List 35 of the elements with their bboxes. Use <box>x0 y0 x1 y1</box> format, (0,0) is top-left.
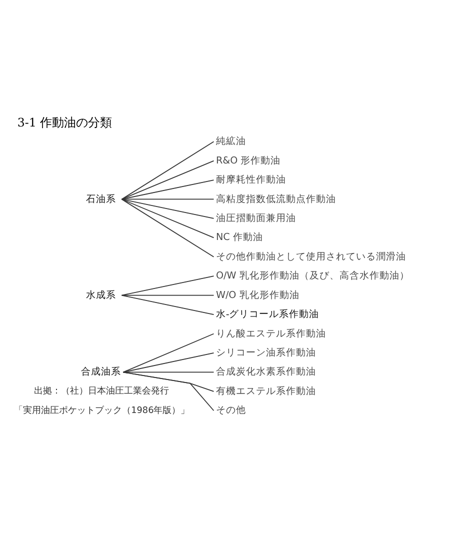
connector <box>122 333 214 373</box>
node-text: W/O 乳化形作動油 <box>215 290 299 301</box>
node-text: O/W 乳化形作動油（及び、高含水作動油） <box>215 270 409 282</box>
connector <box>120 198 214 219</box>
node-text: 純絋油 <box>215 136 246 148</box>
node-text: 合成炭化水素系作動油 <box>215 366 316 378</box>
node-text: 合成油系 <box>80 366 121 378</box>
connector <box>122 372 214 412</box>
connector <box>120 198 214 258</box>
connector <box>122 352 214 373</box>
node-text: 高粘度指数低流動点作動油 <box>215 194 336 205</box>
node-text: 水成系 <box>86 290 116 301</box>
connector <box>120 276 214 296</box>
connector <box>120 180 214 200</box>
connector <box>120 294 214 296</box>
node-text: 石油系 <box>86 194 116 205</box>
connector <box>122 372 214 392</box>
connector <box>120 198 214 238</box>
connector <box>122 372 214 373</box>
connector <box>120 160 214 200</box>
node-text: 有機エステル系作動油 <box>215 386 316 397</box>
node-text: その他作動油として使用されている潤滑油 <box>215 251 406 262</box>
node-text: 耐摩耗性作動油 <box>215 174 286 186</box>
node-text: りん酸エステル系作動油 <box>215 328 326 340</box>
node-text: その他 <box>215 405 246 416</box>
node-text: NC 作動油 <box>215 232 262 244</box>
connector <box>120 141 214 200</box>
label: 出拠：（社）日本油圧工業会発行 <box>34 386 169 397</box>
node-text: 油圧摺動面兼用油 <box>215 212 296 224</box>
diagram-title: 3-1 作動油の分類 <box>16 116 112 130</box>
node-text: 水-グリコール系作動油 <box>215 309 319 320</box>
connector <box>120 294 214 315</box>
node-text: R&O 形作動油 <box>215 155 280 166</box>
node-text: シリコーン油系作動油 <box>215 347 316 358</box>
label: 「実用油圧ポケットブック（1986年版）」 <box>14 406 190 416</box>
